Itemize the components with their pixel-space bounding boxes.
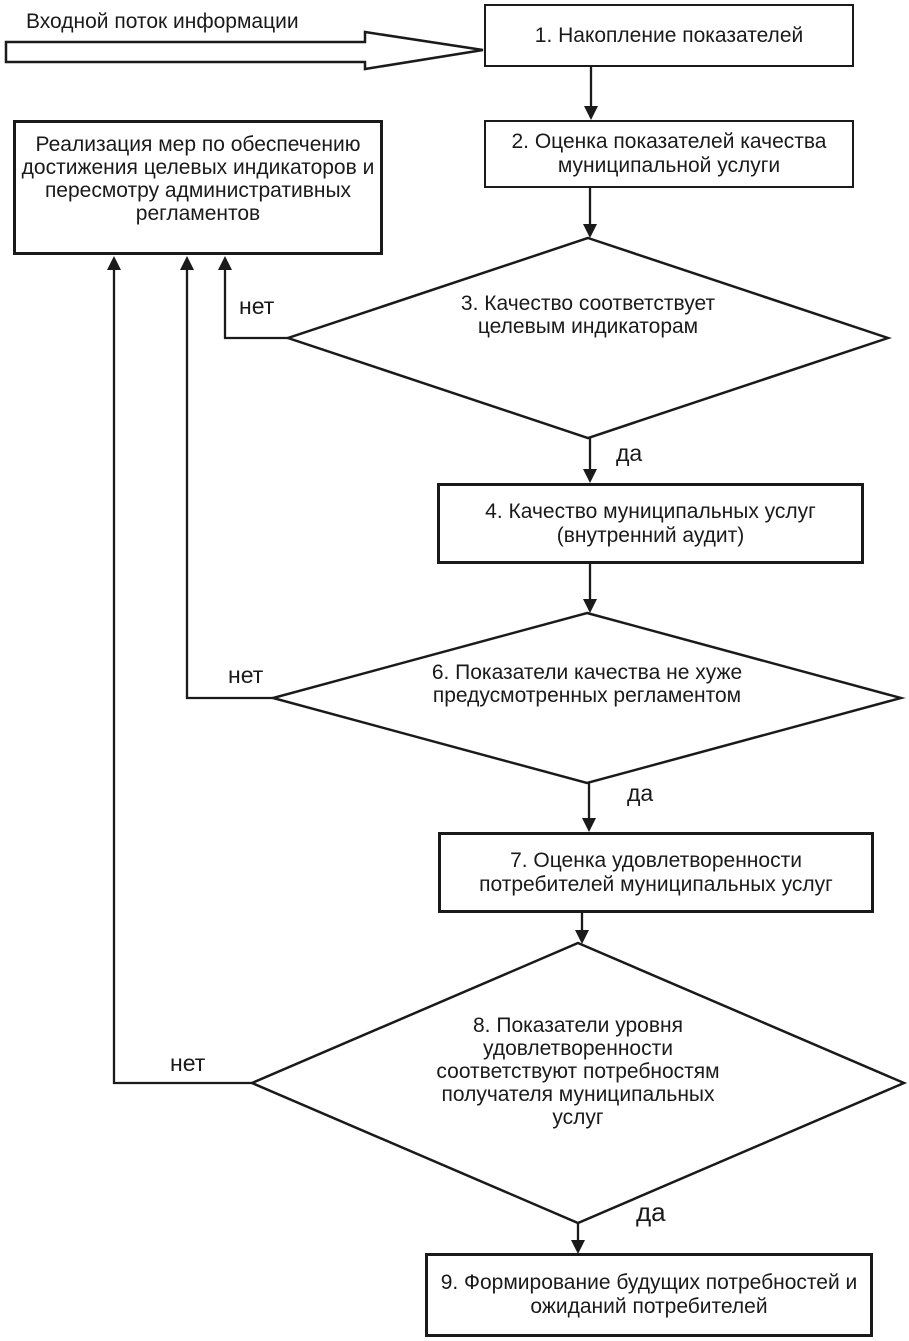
edge-label-yes-decision8: да <box>636 1197 666 1227</box>
arrowhead-measures-3 <box>218 256 232 270</box>
node-2-quality-assessment: 2. Оценка показателей качества муниципал… <box>484 120 854 188</box>
arrowhead-box9 <box>571 1240 585 1254</box>
input-flow-arrow-shape <box>4 30 484 71</box>
arrowhead-decision6 <box>583 599 597 613</box>
arrowhead-measures-1 <box>107 256 121 270</box>
node-7-satisfaction-assessment: 7. Оценка удовлетворенности потребителей… <box>438 832 874 913</box>
node-9-future-needs: 9. Формирование будущих потребностей и о… <box>425 1253 873 1337</box>
edge-no-decision8-measures <box>112 268 252 1085</box>
edge-label-yes-decision3: да <box>616 440 643 466</box>
edge-label-no-decision6: нет <box>228 662 264 688</box>
decision-6-diamond-shape <box>268 611 906 785</box>
decision-3-label: 3. Качество соответствует целевым индика… <box>460 292 716 338</box>
decision-8-label: 8. Показатели уровня удовлетворенности с… <box>436 1014 720 1129</box>
decision-6-label: 6. Показатели качества не хуже предусмот… <box>431 661 743 707</box>
node-4-internal-audit: 4. Качество муниципальных услуг (внутрен… <box>437 483 864 564</box>
arrowhead-decision8 <box>575 930 589 944</box>
edge-label-no-decision8: нет <box>170 1050 206 1076</box>
edge-label-no-decision3: нет <box>239 293 275 319</box>
arrowhead-decision3 <box>583 224 597 238</box>
node-1-accumulation: 1. Накопление показателей <box>484 4 854 67</box>
arrowhead-measures-2 <box>180 256 194 270</box>
edge-label-yes-decision6: да <box>627 780 654 806</box>
decision-3-diamond-shape <box>284 236 892 440</box>
edge-no-decision6-measures <box>185 268 273 700</box>
arrowhead-box4 <box>583 469 597 483</box>
arrowhead-box2 <box>584 106 598 120</box>
input-flow-label: Входной поток информации <box>26 10 299 33</box>
node-measures-implementation: Реализация мер по обеспечению достижения… <box>13 120 383 255</box>
edge-no-decision3-measures <box>223 268 288 340</box>
arrowhead-box7 <box>582 818 596 832</box>
